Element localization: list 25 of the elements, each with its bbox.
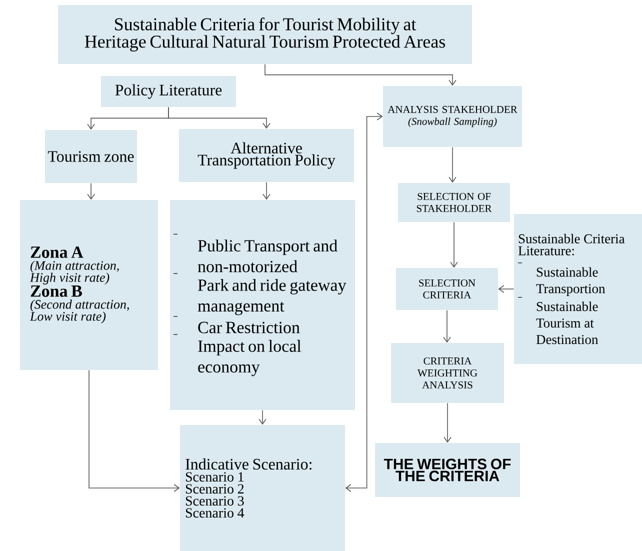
- arrow: [258, 410, 266, 425]
- process-box: Policy Literature: [101, 76, 236, 107]
- process-box: CRITERIA WEIGHTING ANALYSIS: [391, 343, 504, 403]
- literature-box: Sustainable Criteria Literature: Sustainable Transportion Sustainable Tourism at Destination: [514, 214, 642, 364]
- arrow: [87, 182, 95, 200]
- zone-box: Zona A (Main attraction, High visit rate) Zona B (Second attraction, Low visit rate): [20, 200, 158, 370]
- arrow: [448, 146, 456, 183]
- process-box: SELECTION CRITERIA: [396, 268, 498, 310]
- arrow: [444, 402, 452, 443]
- process-box: Tourism zone: [45, 130, 137, 183]
- process-box: Alternative Transportation Policy: [179, 129, 354, 182]
- arrow: [264, 64, 456, 86]
- title-box: Sustainable Criteria for Tourist Mobility at Heritage Cultural Natural Tourism Protected Areas: [58, 5, 472, 64]
- arrow: [345, 112, 383, 492]
- arrow: [450, 222, 458, 268]
- arrow: [262, 182, 270, 200]
- arrow: [88, 370, 180, 492]
- scenario-box: Indicative Scenario: Scenario 1 Scenario 2 Scenario 3 Scenario 4: [180, 425, 345, 551]
- arrow: [443, 310, 451, 343]
- arrow: [168, 106, 270, 129]
- policy-list-box: Public Transport and non-motorized Park and ride gateway management Car Restriction Impact on local economy: [170, 200, 355, 410]
- arrow: [498, 285, 514, 293]
- result-box: THE WEIGHTS OF THE CRITERIA: [375, 443, 520, 497]
- process-box: SELECTION OF STAKEHOLDER: [398, 183, 510, 222]
- process-box: ANALYSIS STAKEHOLDER (Snowball Sampling): [383, 86, 522, 147]
